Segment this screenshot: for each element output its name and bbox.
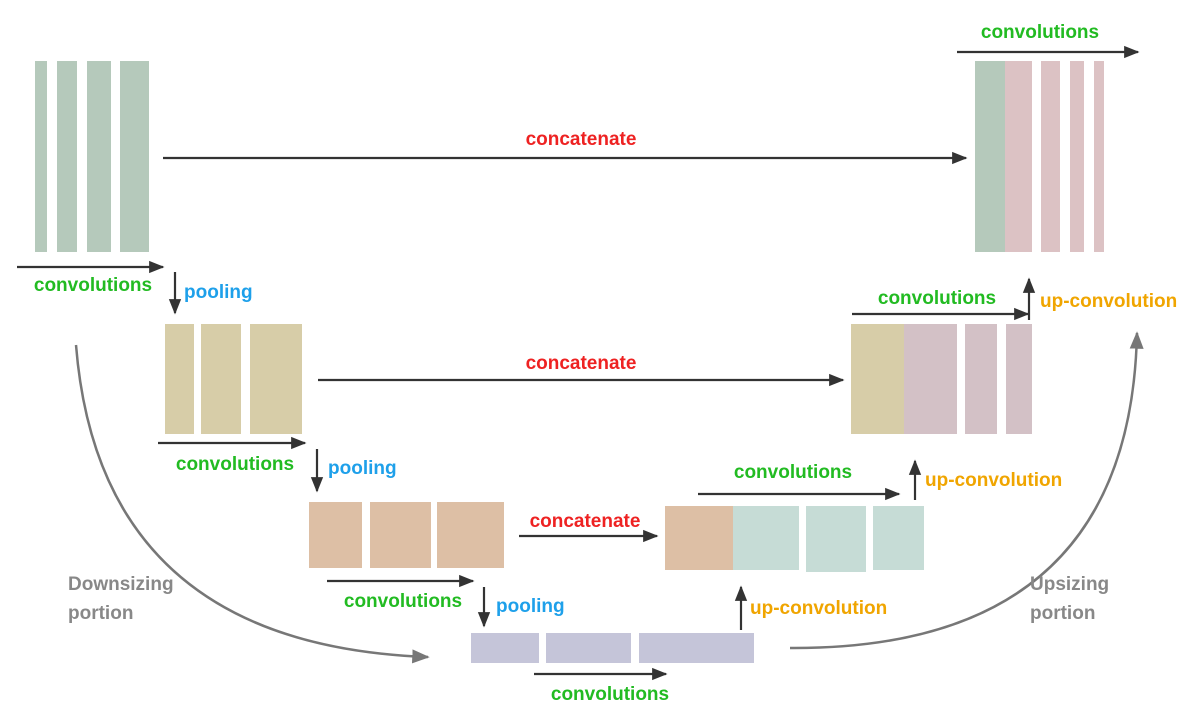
feature-map [1070, 61, 1084, 252]
level3-encoder-feature-maps [309, 502, 504, 568]
pooling-label: pooling [328, 458, 397, 479]
convolutions-label: convolutions [176, 454, 294, 475]
upsampled-map [733, 506, 799, 570]
feature-map [250, 324, 302, 434]
level1-decoder-feature-maps [975, 61, 1104, 252]
feature-map [806, 506, 866, 572]
pooling-label: pooling [496, 596, 565, 617]
feature-map [165, 324, 194, 434]
feature-map [546, 633, 631, 663]
up-convolution-label: up-convolution [1040, 291, 1177, 312]
convolutions-label: convolutions [734, 462, 852, 483]
convolutions-label: convolutions [344, 591, 462, 612]
feature-map [120, 61, 149, 252]
convolutions-label: convolutions [878, 288, 996, 309]
upsampled-map [1005, 61, 1032, 252]
arrows [17, 45, 1140, 681]
skip-connection-map [665, 506, 733, 570]
feature-map [57, 61, 77, 252]
level3-decoder-feature-maps [665, 506, 924, 572]
level2-decoder-feature-maps [851, 324, 1032, 434]
downsizing-portion-label: Downsizing [68, 574, 174, 595]
concatenate-label: concatenate [530, 511, 641, 532]
feature-map [87, 61, 111, 252]
skip-connection-map [851, 324, 904, 434]
feature-map [370, 502, 431, 568]
downsizing-portion-label: portion [68, 603, 133, 624]
up-convolution-label: up-convolution [750, 598, 887, 619]
feature-map [1041, 61, 1060, 252]
feature-map [437, 502, 504, 568]
feature-map [309, 502, 362, 568]
concatenate-label: concatenate [526, 129, 637, 150]
convolutions-label: convolutions [34, 275, 152, 296]
feature-map [965, 324, 997, 434]
upsampled-map [904, 324, 957, 434]
pooling-label: pooling [184, 282, 253, 303]
feature-map [471, 633, 539, 663]
upsizing-portion-label: portion [1030, 603, 1095, 624]
feature-map [35, 61, 47, 252]
convolutions-label: convolutions [981, 22, 1099, 43]
upsizing-curve [789, 331, 1144, 650]
downsizing-curve [74, 344, 430, 664]
upsizing-portion-label: Upsizing [1030, 574, 1109, 595]
labels: convolutions convolutions convolutions c… [34, 22, 1177, 705]
skip-connection-map [975, 61, 1005, 252]
convolutions-label: convolutions [551, 684, 669, 705]
bottleneck-feature-maps [471, 633, 754, 663]
level2-encoder-feature-maps [165, 324, 302, 434]
feature-map [201, 324, 241, 434]
concatenate-label: concatenate [526, 353, 637, 374]
feature-map [873, 506, 924, 570]
feature-map [1006, 324, 1032, 434]
feature-map [1094, 61, 1104, 252]
level1-encoder-feature-maps [35, 61, 149, 252]
feature-map [639, 633, 754, 663]
up-convolution-label: up-convolution [925, 470, 1062, 491]
